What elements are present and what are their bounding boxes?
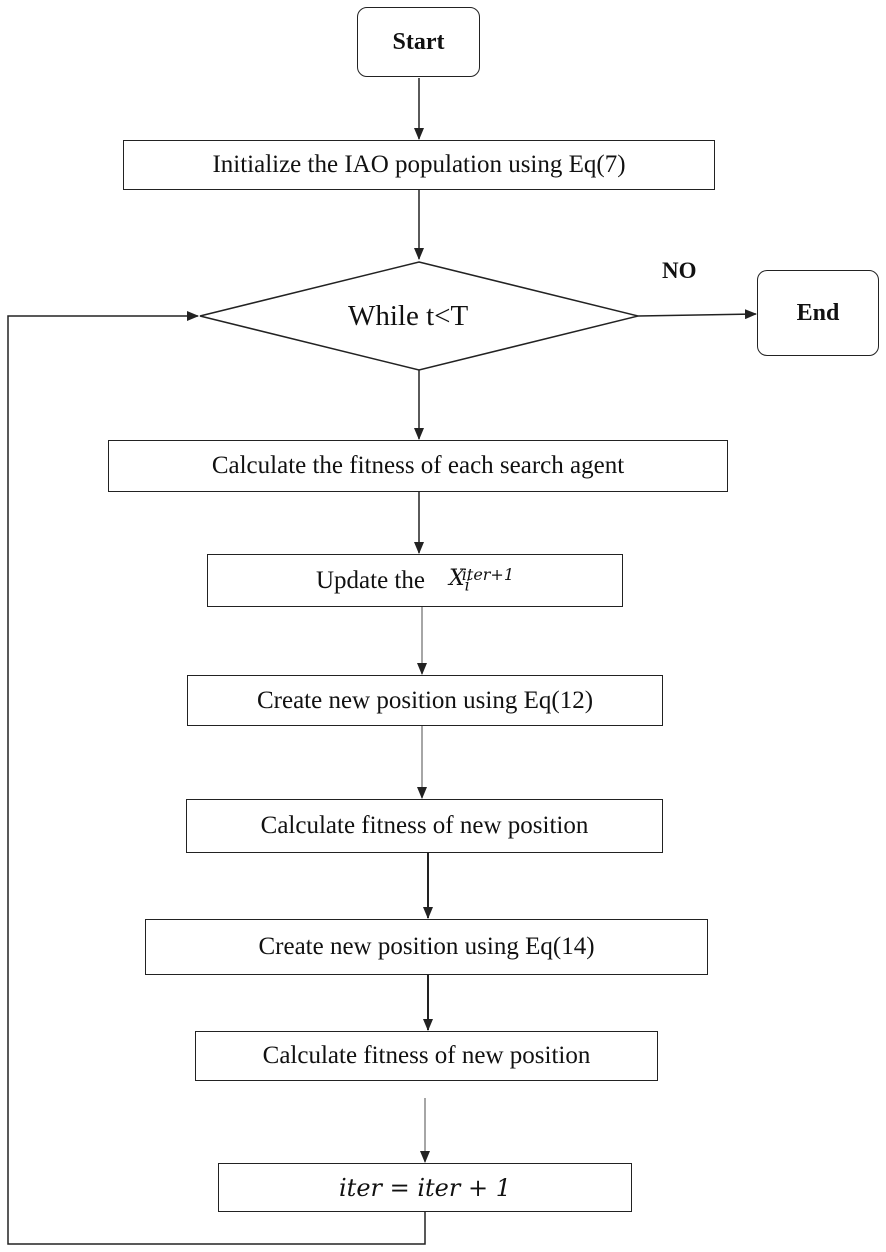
update-label: Update the: [315, 566, 425, 594]
new-position-eq14-label: Create new position using Eq(14): [258, 933, 595, 960]
new-position-eq14-step: Create new position using Eq(14): [145, 919, 708, 975]
fitness-all-label: Calculate the fitness of each search age…: [211, 452, 625, 479]
update-var-subscript: i: [464, 575, 470, 595]
decision-label: While t<T: [348, 300, 469, 332]
arrow-decision-to-end: [637, 309, 757, 320]
iter-increment-step: iter = iter + 1: [218, 1163, 632, 1212]
fitness-new-step-1: Calculate fitness of new position: [186, 799, 663, 853]
fitness-new-label-1: Calculate fitness of new position: [260, 812, 589, 839]
init-step: Initialize the IAO population using Eq(7…: [123, 140, 715, 190]
start-node: Start: [357, 7, 480, 77]
iter-increment-label: iter = iter + 1: [339, 1173, 511, 1202]
new-position-eq12-label: Create new position using Eq(12): [256, 686, 594, 714]
start-label: Start: [392, 28, 445, 55]
update-var-superscript: iter+1: [461, 565, 515, 584]
new-position-eq12-step: Create new position using Eq(12): [187, 675, 663, 726]
update-variable: Xi: [449, 566, 470, 594]
end-node: End: [757, 270, 879, 356]
init-label: Initialize the IAO population using Eq(7…: [212, 151, 626, 178]
fitness-new-label-2: Calculate fitness of new position: [262, 1042, 591, 1069]
fitness-all-step: Calculate the fitness of each search age…: [108, 440, 728, 492]
loop-back-line: [7, 311, 426, 1245]
no-branch-label: NO: [662, 258, 697, 283]
update-var-symbol: X: [448, 566, 465, 592]
end-label: End: [796, 299, 840, 326]
fitness-new-step-2: Calculate fitness of new position: [195, 1031, 658, 1081]
